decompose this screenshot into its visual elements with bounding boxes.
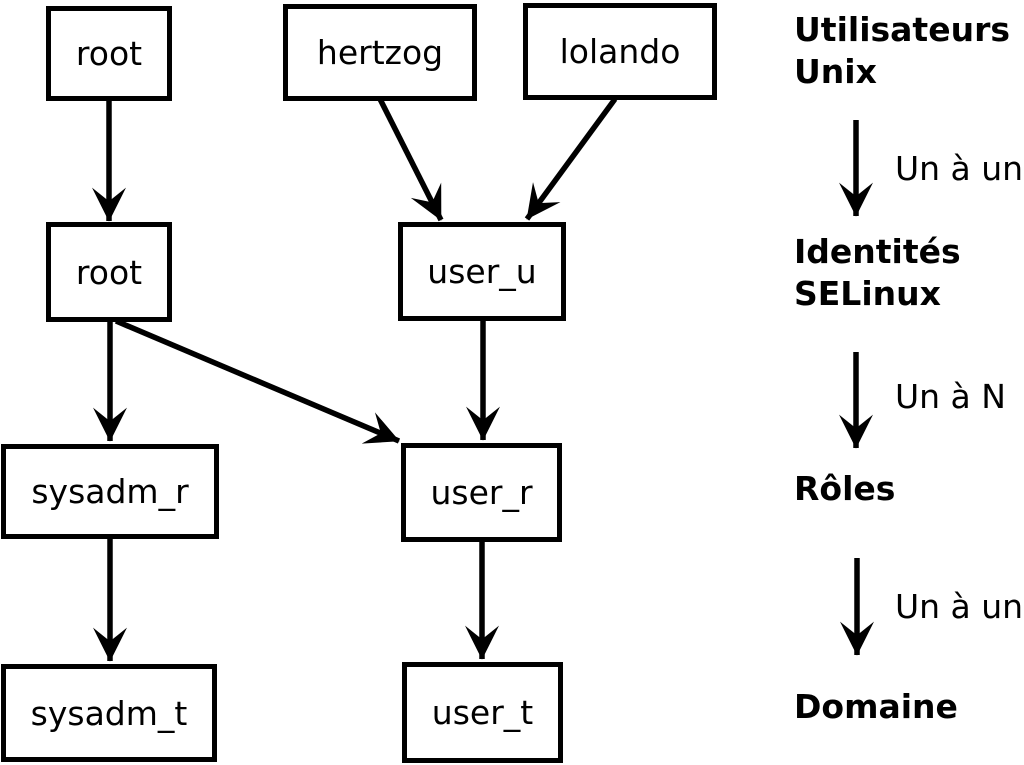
node-unix-hertzog: hertzog — [283, 4, 477, 101]
node-label: sysadm_r — [31, 472, 189, 511]
node-domain-sysadm-t: sysadm_t — [1, 664, 217, 762]
node-unix-root: root — [46, 6, 172, 101]
legend-heading-line: Utilisateurs — [794, 10, 1010, 49]
legend-heading-line: Domaine — [794, 687, 958, 726]
node-domain-user-t: user_t — [402, 662, 563, 763]
node-selinux-user-u: user_u — [398, 222, 566, 321]
node-label: root — [75, 252, 143, 292]
node-label: user_t — [431, 693, 534, 732]
node-label: hertzog — [316, 33, 444, 72]
legend-heading-roles: Rôles — [794, 468, 895, 510]
node-role-user-r: user_r — [401, 443, 562, 542]
edge-selinux-root-to-role-user-r — [114, 318, 401, 444]
node-label: user_r — [430, 473, 533, 512]
edge-unix-hertzog-to-selinux-user-u — [377, 97, 444, 222]
legend-relation-note: Un à un — [895, 149, 1024, 188]
legend-relation-note: Un à N — [895, 377, 1006, 416]
legend-relation-note: Un à un — [895, 587, 1024, 626]
legend-heading-domaine: Domaine — [794, 686, 958, 728]
node-unix-lolando: lolando — [523, 3, 717, 100]
node-label: root — [75, 34, 143, 73]
edge-unix-lolando-to-selinux-user-u — [524, 97, 618, 221]
node-role-sysadm-r: sysadm_r — [1, 444, 219, 539]
legend-heading-line: Identités — [794, 232, 961, 271]
node-label: user_u — [427, 252, 537, 291]
legend-heading-line: Rôles — [794, 469, 896, 508]
legend-heading-line: SELinux — [794, 274, 941, 313]
legend-heading-line: Unix — [794, 52, 877, 91]
node-label: lolando — [559, 32, 681, 71]
node-label: sysadm_t — [30, 693, 188, 733]
node-selinux-root: root — [46, 222, 172, 322]
